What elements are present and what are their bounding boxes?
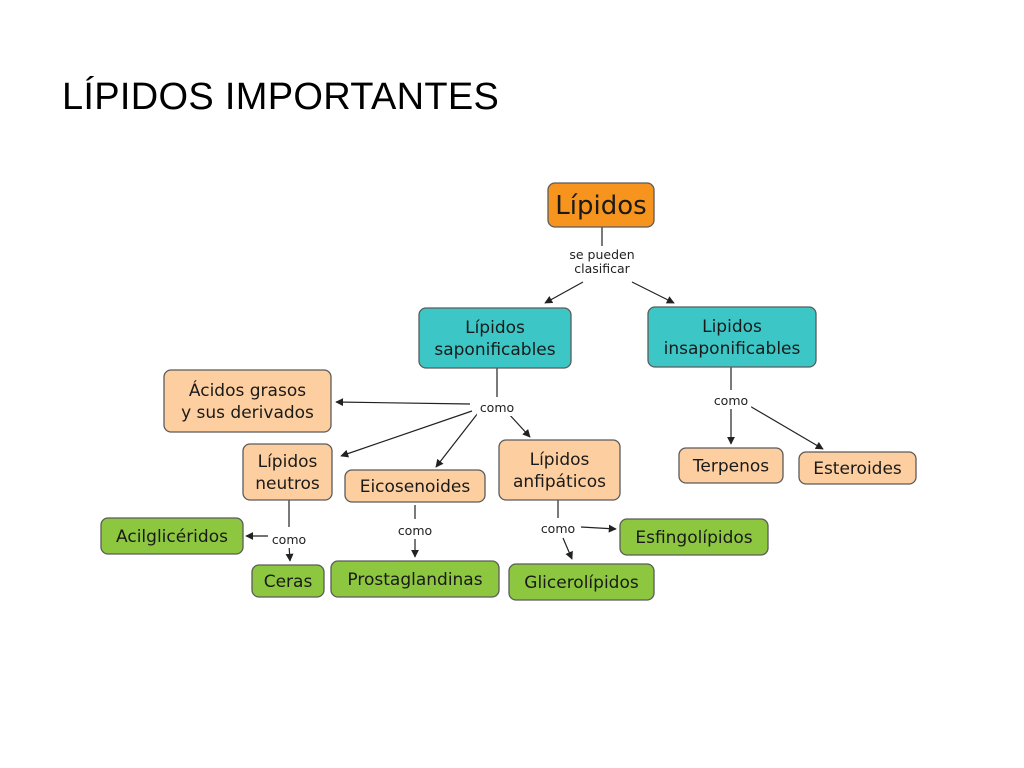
node-label: Terpenos [692, 456, 769, 476]
edge-1 [544, 281, 584, 304]
link-label-como-anfi: como [541, 521, 575, 536]
node-label: Eicosenoides [360, 477, 471, 497]
link-label-bg [268, 531, 310, 548]
link-label-bg [394, 522, 436, 539]
slide-title: LÍPIDOS IMPORTANTES [62, 76, 500, 118]
node-box [163, 369, 332, 433]
link-label-como-neutros: como [272, 532, 306, 547]
node-box [547, 182, 655, 228]
node-label: Acilglicéridos [116, 527, 228, 547]
link-label-bg [710, 392, 752, 409]
node-prostaglandinas: Prostaglandinas [330, 560, 500, 598]
node-label: Prostaglandinas [347, 570, 482, 590]
edge-6 [435, 412, 479, 468]
node-box [344, 469, 486, 503]
edge-10 [747, 404, 824, 450]
node-box [798, 451, 917, 485]
link-label-como-insapon: como [714, 393, 748, 408]
node-terpenos: Terpenos [678, 447, 784, 484]
node-ceras: Ceras [251, 564, 325, 598]
node-esteroides: Esteroides [798, 451, 917, 485]
edge-7 [507, 412, 531, 438]
node-box [678, 447, 784, 484]
node-box [242, 443, 333, 501]
edge-2 [631, 281, 675, 304]
node-eicosenoides: Eicosenoides [344, 469, 486, 503]
link-label-como-eico: como [398, 523, 432, 538]
node-label: Esfingolípidos [635, 528, 752, 548]
node-box [330, 560, 500, 598]
node-label: Esteroides [813, 459, 902, 479]
node-esfingolipidos: Esfingolípidos [619, 518, 769, 556]
edge-18 [562, 537, 573, 560]
link-label-como-sapon: como [480, 400, 514, 415]
node-acilgliceridos: Acilglicéridos [100, 517, 244, 555]
node-box [619, 518, 769, 556]
edge-17 [580, 524, 617, 533]
node-glicerolipidos: Glicerolípidos [508, 563, 655, 601]
node-box [100, 517, 244, 555]
node-box [647, 306, 817, 368]
link-label-bg [566, 246, 638, 277]
node-box [251, 564, 325, 598]
node-box [498, 439, 621, 501]
node-lipidos: Lípidos [547, 182, 655, 228]
edges [245, 227, 824, 562]
edge-5 [340, 410, 473, 458]
node-box [508, 563, 655, 601]
link-label-bg [476, 399, 518, 416]
link-label-bg [537, 520, 579, 537]
node-label: Glicerolípidos [524, 573, 639, 593]
node-label: Lípidos [555, 191, 646, 221]
node-label: Ceras [264, 572, 313, 592]
edge-4 [335, 398, 471, 407]
node-box [418, 307, 572, 369]
